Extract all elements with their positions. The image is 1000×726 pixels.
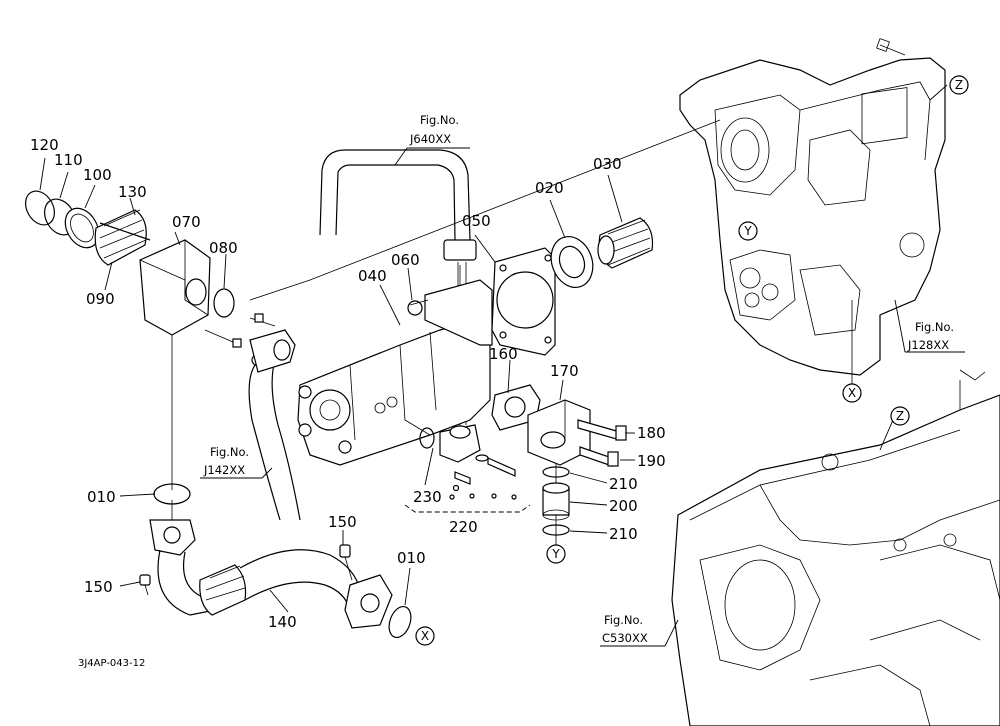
callout-080: 080	[209, 239, 238, 257]
callout-020: 020	[535, 179, 564, 197]
callout-180: 180	[637, 424, 666, 442]
callout-160: 160	[489, 345, 518, 363]
callout-110: 110	[54, 151, 83, 169]
callout-090: 090	[86, 290, 115, 308]
callout-210-lower: 210	[609, 525, 638, 543]
callout-010-left: 010	[87, 488, 116, 506]
transmission-housing-upper	[679, 38, 946, 376]
pipe-j142	[248, 351, 301, 521]
fig-ref-j128-code: J128XX	[907, 338, 949, 352]
callout-numbers: 120 110 100 130 070 080 090 040 060 050 …	[30, 136, 666, 631]
marker-z-lower: Z	[896, 409, 904, 423]
marker-z-top: Z	[955, 78, 963, 92]
right-fittings	[419, 384, 627, 467]
callout-100: 100	[83, 166, 112, 184]
callout-190: 190	[637, 452, 666, 470]
gasket-bearing-gear	[491, 217, 654, 356]
callout-210-upper: 210	[609, 475, 638, 493]
callout-130: 130	[118, 183, 147, 201]
callout-030: 030	[593, 155, 622, 173]
marker-x-pipe: X	[421, 629, 429, 643]
callout-050: 050	[462, 212, 491, 230]
small-parts	[404, 454, 531, 513]
callout-150-left: 150	[84, 578, 113, 596]
leader-lines	[39, 84, 965, 647]
callout-040: 040	[358, 267, 387, 285]
fig-ref-j142-label: Fig.No.	[210, 445, 249, 459]
callout-140: 140	[268, 613, 297, 631]
figure-references: Fig.No. J640XX Fig.No. J128XX Fig.No. J1…	[203, 113, 954, 645]
fig-ref-j640-code: J640XX	[409, 132, 451, 146]
fig-ref-j128-label: Fig.No.	[915, 320, 954, 334]
callout-010-right: 010	[397, 549, 426, 567]
callout-120: 120	[30, 136, 59, 154]
callout-170: 170	[550, 362, 579, 380]
lower-pipe-140	[139, 483, 412, 639]
callout-200: 200	[609, 497, 638, 515]
sleeve-orings	[542, 466, 570, 536]
hydraulic-pump	[204, 279, 493, 466]
fig-ref-j640-label: Fig.No.	[420, 113, 459, 127]
marker-y-sleeve: Y	[551, 547, 560, 561]
callout-220: 220	[449, 518, 478, 536]
callout-060: 060	[391, 251, 420, 269]
connection-markers: Z Z X X Y Y	[415, 75, 969, 646]
callout-070: 070	[172, 213, 201, 231]
marker-x-housing: X	[848, 386, 856, 400]
callout-150-right: 150	[328, 513, 357, 531]
rear-axle-housing	[671, 369, 1000, 726]
fig-ref-c530-code: C530XX	[602, 631, 648, 645]
document-code: 3J4AP-043-12	[78, 658, 145, 669]
fig-ref-c530-label: Fig.No.	[604, 613, 643, 627]
marker-y-housing: Y	[743, 224, 752, 238]
fig-ref-j142-code: J142XX	[203, 463, 245, 477]
left-parts	[24, 190, 235, 336]
callout-230: 230	[413, 488, 442, 506]
